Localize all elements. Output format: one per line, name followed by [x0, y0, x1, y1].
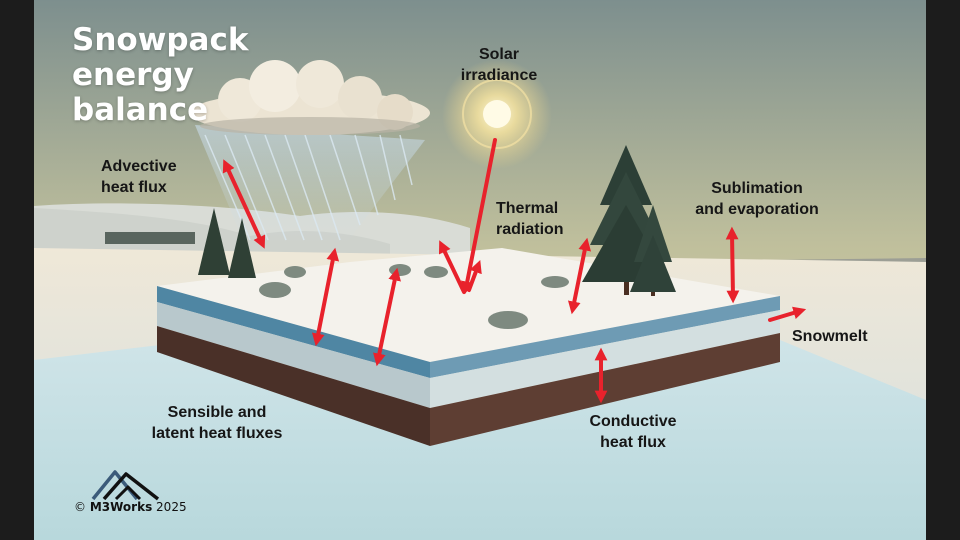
soil-layer: [157, 326, 430, 446]
thermal-radiation-arrow: [568, 237, 591, 315]
sun-icon: [483, 100, 511, 128]
page-title: Snowpack energy balance: [72, 22, 249, 128]
copyright-year: 2025: [156, 500, 187, 514]
label-snowmelt: Snowmelt: [792, 328, 868, 345]
icy-foreground: [34, 340, 926, 540]
latent-heat-flux-arrow: [373, 267, 401, 367]
m3works-mountain-logo-icon: [91, 470, 160, 501]
thermal-radiation-arrow-3: [467, 260, 482, 292]
snowmelt-arrow: [768, 306, 807, 322]
label-sublimation-evaporation: Sublimation and evaporation: [695, 180, 819, 218]
label-conductive-heat-flux: Conductive heat flux: [589, 413, 677, 451]
advective-heat-flux-arrow: [222, 159, 266, 249]
label-advective-heat-flux: Advective heat flux: [101, 158, 177, 196]
rain-cloud-icon: [190, 60, 430, 245]
sublimation-arrow: [725, 226, 740, 304]
copyright-symbol: ©: [74, 500, 86, 514]
pine-tree-icon: [582, 145, 676, 296]
brand-name: M3Works: [89, 500, 153, 514]
thermal-radiation-arrow-2: [438, 240, 466, 294]
label-solar-irradiance: Solar irradiance: [460, 46, 538, 84]
label-sensible-latent-heat-fluxes: Sensible and latent heat fluxes: [151, 404, 283, 442]
label-thermal-radiation: Thermal radiation: [496, 200, 564, 238]
sensible-heat-flux-arrow: [311, 247, 340, 347]
copyright-footer: © M3Works 2025: [74, 500, 187, 514]
